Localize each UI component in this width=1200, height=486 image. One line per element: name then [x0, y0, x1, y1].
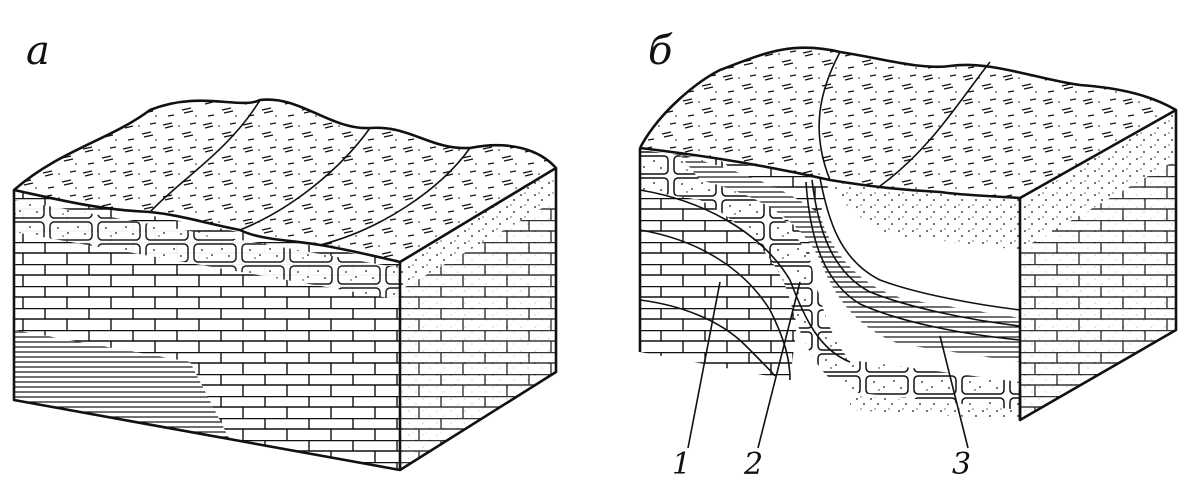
panel-b-sand-fold	[640, 150, 1020, 410]
panel-b-label: б	[648, 28, 673, 74]
callout-2-label: 2	[743, 447, 763, 482]
panel-a-ridge-2	[239, 127, 371, 231]
panel-a-ridge-3	[319, 147, 471, 246]
panel-a-top-surface	[14, 99, 556, 262]
panel-a-front-lower-layers	[14, 330, 230, 440]
panel-b-fold-line-3	[639, 299, 776, 377]
panel-b-front-top-edge	[639, 108, 1177, 200]
callout-1-leader	[687, 281, 721, 449]
panel-a-front-top-edge	[13, 166, 557, 264]
panel-a-ridge-1	[149, 99, 261, 213]
panel-a-outline	[12, 98, 558, 472]
panel-b-fold-line-2	[639, 229, 791, 381]
callout-1-label: 1	[672, 447, 691, 482]
panel-b-outline	[638, 46, 1178, 422]
panel-b-fault-line-1	[819, 177, 1021, 311]
panel-b-fault-line-3	[805, 181, 1021, 341]
callout-2-leader	[757, 281, 801, 449]
panel-a	[12, 98, 558, 472]
panel-a-label: а	[26, 28, 50, 74]
callout-3-label: 3	[952, 447, 971, 482]
callout-3-leader	[939, 335, 969, 449]
panel-b-ridge-1	[818, 51, 841, 181]
panel-b-front-top-sand	[830, 180, 1020, 250]
panel-b-fault-line-2	[811, 179, 1021, 327]
panel-b-front-right-lower	[850, 395, 1020, 420]
panel-b	[638, 46, 1178, 449]
panel-b-top-surface	[640, 47, 1176, 199]
panel-a-front-sand-band	[14, 200, 400, 300]
panel-b-right-bricks	[1020, 160, 1176, 420]
panel-b-layered-band	[680, 155, 1020, 362]
panel-a-right-bricks	[400, 200, 556, 470]
panel-b-fold-line-1	[639, 189, 851, 363]
panel-b-ridge-2	[879, 61, 991, 187]
